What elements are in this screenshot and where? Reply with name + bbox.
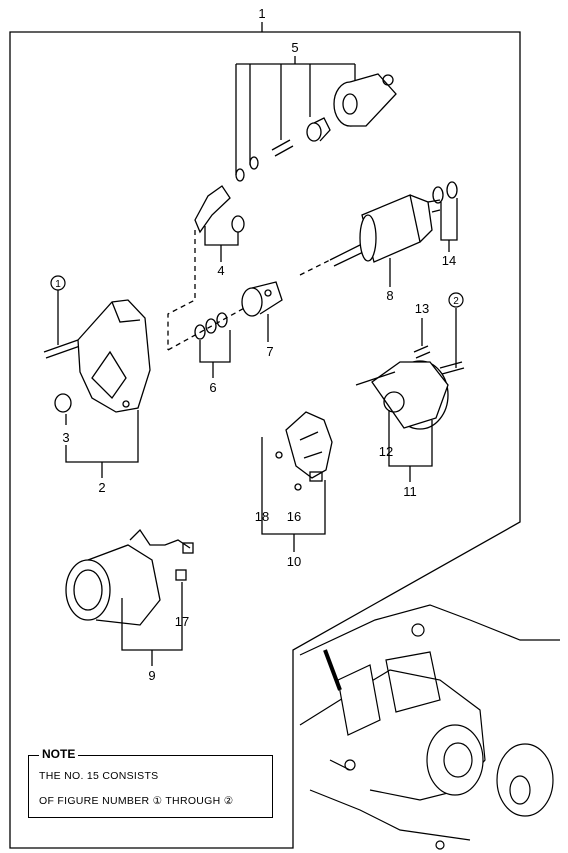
label-part-3: 3	[62, 430, 69, 445]
installed-starter-inset	[299, 604, 560, 850]
through-bolt	[43, 339, 81, 359]
label-part-7: 7	[266, 344, 273, 359]
label-part-9: 9	[148, 668, 155, 683]
label-part-8: 8	[386, 288, 393, 303]
label-part-11: 11	[403, 484, 417, 499]
plunger-rod	[271, 139, 294, 157]
label-part-14: 14	[442, 253, 456, 268]
brush-holder	[275, 411, 333, 491]
label-part-18: 18	[255, 509, 269, 524]
yoke	[65, 528, 194, 626]
solenoid-cap	[333, 73, 397, 127]
shift-lever	[194, 185, 231, 234]
note-line-2: OF FIGURE NUMBER ① THROUGH ②	[39, 795, 234, 807]
armature	[329, 194, 441, 267]
label-part-5: 5	[291, 40, 298, 55]
plunger	[306, 117, 331, 142]
note-line-1: THE NO. 15 CONSISTS	[39, 770, 159, 782]
note-title: NOTE	[39, 747, 79, 761]
pinion-clutch	[241, 281, 283, 317]
label-circle-ref-2: 2	[453, 296, 459, 307]
label-part-6: 6	[209, 380, 216, 395]
label-part-13: 13	[415, 301, 429, 316]
rear-cover	[355, 360, 449, 430]
label-part-12: 12	[379, 444, 393, 459]
label-part-10: 10	[287, 554, 301, 569]
label-part-16: 16	[287, 509, 301, 524]
label-part-2: 2	[98, 480, 105, 495]
label-part-1: 1	[258, 6, 265, 21]
label-part-4: 4	[217, 263, 224, 278]
label-circle-ref-1: 1	[55, 279, 61, 290]
label-part-17: 17	[175, 614, 189, 629]
note-box: NOTE THE NO. 15 CONSISTS OF FIGURE NUMBE…	[28, 747, 273, 818]
diagram-frame	[9, 31, 521, 849]
front-housing	[77, 299, 151, 413]
